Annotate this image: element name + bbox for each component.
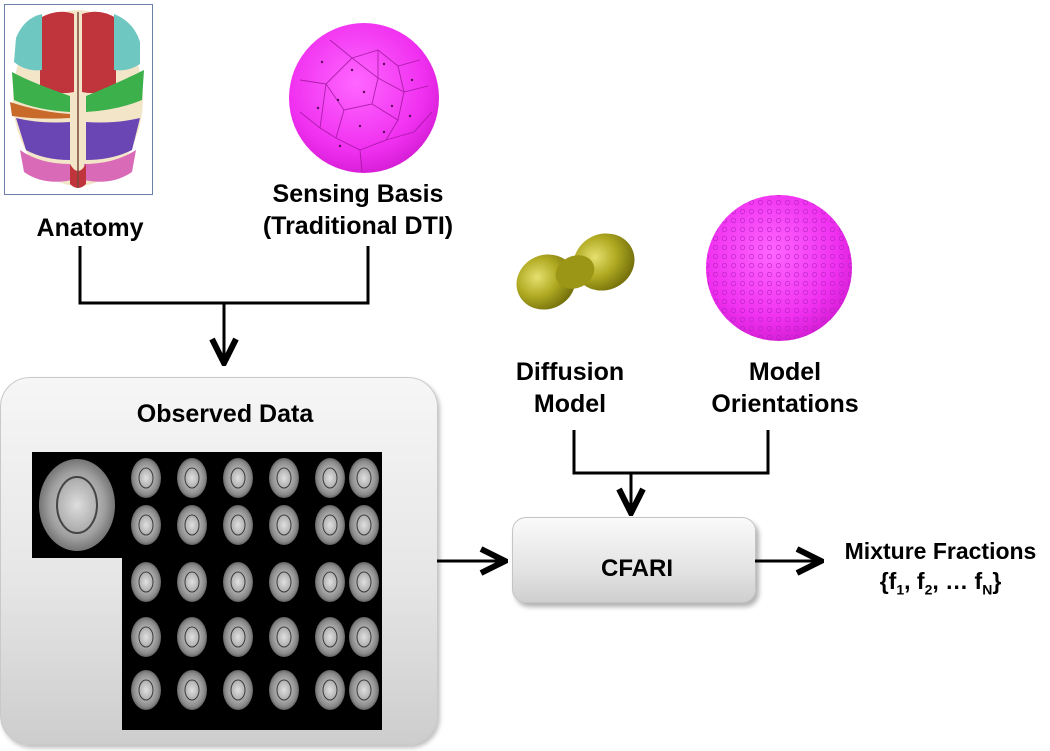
model-orientations-line1: Model [748,358,822,386]
mixture-fractions-line1: Mixture Fractions [844,538,1037,564]
mri-slice-ventricle [230,679,246,701]
mri-slice-thumbnail [315,458,345,498]
mri-slice-thumbnail [349,617,379,657]
mri-slice-thumbnail [177,670,207,710]
mri-slice-ventricle [138,626,154,648]
model-orientations-line2: Orientations [711,390,859,418]
mri-slice-ventricle [230,514,246,536]
mri-slice-ventricle [184,626,200,648]
mri-slice-ventricle [322,514,338,536]
mri-slice-thumbnail [177,562,207,602]
sensing-basis-line1: Sensing Basis [272,180,444,208]
mri-slice-ventricle [184,467,200,489]
mri-slice-thumbnail [177,617,207,657]
mri-slice-ventricle [322,467,338,489]
cfari-process-box [512,517,756,603]
mri-slice-ventricle [230,626,246,648]
mri-slice-thumbnail [223,458,253,498]
mri-slice-ventricle [138,514,154,536]
cfari-label: CFARI [601,555,673,582]
mri-slice-ventricle [184,571,200,593]
sensing-sphere-icon [289,23,439,173]
brain-anatomy-image [10,10,144,188]
mri-slice-thumbnail [223,562,253,602]
mri-slice-thumbnail [177,458,207,498]
mri-slice-thumbnail [131,670,161,710]
mri-slice-thumbnail [349,458,379,498]
mri-slice-ventricle [356,679,372,701]
diffusion-model-line2: Model [533,390,607,418]
mixture-fractions-label: Mixture Fractions {f1, f2, … fN} [828,536,1050,605]
mri-slice-thumbnail [269,562,299,602]
mri-slice-thumbnail [131,617,161,657]
diffusion-model-label: Diffusion Model [495,356,645,420]
mri-slice-ventricle [356,467,372,489]
mri-slices-grid [32,452,382,730]
mri-slice-ventricle [276,467,292,489]
mri-slice-thumbnail [349,562,379,602]
mri-slice-thumbnail [269,505,299,545]
sensing-basis-line2: (Traditional DTI) [262,212,454,240]
mri-slice-thumbnail [315,562,345,602]
mri-slice-ventricle [230,467,246,489]
connector-lines [78,246,818,561]
mixture-fractions-set: {f1, f2, … fN} [879,568,1002,598]
diffusion-peanut-icon [516,233,635,310]
mri-slice-ventricle [138,467,154,489]
mri-slice-thumbnail [349,505,379,545]
mri-slice-thumbnail [349,670,379,710]
mri-slice-thumbnail [223,617,253,657]
mri-slice-ventricle [276,679,292,701]
mri-slice-ventricle [322,626,338,648]
mri-slice-ventricle [322,571,338,593]
mri-slice-ventricle [356,626,372,648]
mri-slice-thumbnail [269,617,299,657]
mri-slice-thumbnail [269,458,299,498]
mri-slice-ventricle [276,514,292,536]
mri-slice-ventricle [230,571,246,593]
mri-slice-ventricle [356,571,372,593]
orientation-sphere-icon [706,195,852,341]
observed-data-title: Observed Data [136,400,314,428]
diffusion-model-line1: Diffusion [515,358,625,386]
mri-slice-thumbnail [131,458,161,498]
mri-slice-ventricle [276,571,292,593]
mri-slice-thumbnail [315,505,345,545]
mri-slice-ventricle [356,514,372,536]
mri-slice-ventricle [276,626,292,648]
mri-slice-ventricle [184,679,200,701]
mri-slice-ventricle [138,679,154,701]
mri-slice-thumbnail [315,670,345,710]
mri-slice-thumbnail [269,670,299,710]
mri-slice-ventricle [138,571,154,593]
sensing-basis-label: Sensing Basis (Traditional DTI) [238,178,478,242]
mri-slice-thumbnail [223,505,253,545]
model-orientations-label: Model Orientations [700,356,870,420]
mri-slice-ventricle [322,679,338,701]
mri-slice-thumbnail [131,505,161,545]
mri-slice-ventricle [184,514,200,536]
mri-slice-thumbnail [177,505,207,545]
mri-slice-thumbnail [315,617,345,657]
anatomy-label: Anatomy [36,214,144,242]
mri-slice-thumbnail [223,670,253,710]
mri-slice-thumbnail [131,562,161,602]
